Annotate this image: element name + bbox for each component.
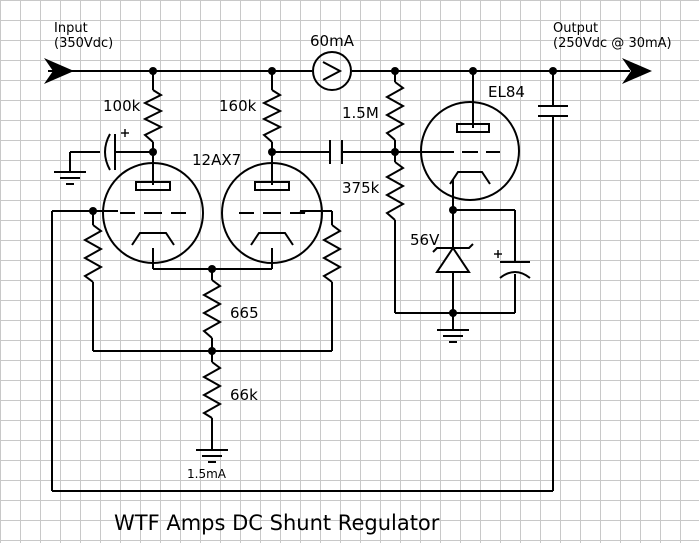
current-60ma-label: 60mA bbox=[310, 32, 355, 50]
resistor-right-grid bbox=[321, 224, 343, 283]
output-spec-label: (250Vdc @ 30mA) bbox=[553, 36, 672, 51]
diagram-title: WTF Amps DC Shunt Regulator bbox=[114, 511, 440, 535]
resistor-375k-label: 375k bbox=[342, 179, 380, 197]
capacitors bbox=[104, 105, 568, 279]
resistor-160k-label: 160k bbox=[219, 97, 257, 115]
current-meter bbox=[312, 51, 352, 91]
resistor-66k-label: 66k bbox=[230, 386, 258, 404]
resistor-100k-label: 100k bbox=[103, 97, 141, 115]
resistor-375k bbox=[384, 161, 406, 221]
resistor-100k bbox=[142, 89, 164, 143]
output-arrow bbox=[622, 58, 652, 84]
output-label: Output bbox=[553, 21, 598, 36]
tube-12ax7-left bbox=[102, 162, 204, 264]
tube-el84-label: EL84 bbox=[488, 83, 525, 101]
resistor-left-grid bbox=[82, 224, 104, 283]
input-label: Input bbox=[54, 21, 88, 36]
resistor-665-label: 665 bbox=[230, 304, 259, 322]
input-arrow bbox=[44, 58, 74, 84]
zener-diode bbox=[432, 240, 474, 273]
resistors bbox=[82, 81, 406, 419]
tube-12ax7-right bbox=[221, 162, 323, 264]
resistor-665 bbox=[201, 279, 223, 339]
ground-symbols bbox=[54, 171, 469, 463]
input-voltage-label: (350Vdc) bbox=[54, 36, 113, 51]
current-1-5ma-label: 1.5mA bbox=[187, 467, 227, 481]
resistor-66k bbox=[201, 361, 223, 419]
tube-el84 bbox=[420, 101, 520, 201]
labels: Input (350Vdc) Output (250Vdc @ 30mA) 60… bbox=[54, 21, 672, 535]
tube-12ax7-label: 12AX7 bbox=[192, 151, 241, 169]
zener-56v-label: 56V bbox=[410, 231, 440, 249]
resistor-1-5m-label: 1.5M bbox=[342, 104, 379, 122]
junction-dots bbox=[89, 67, 557, 355]
resistor-160k bbox=[261, 89, 283, 143]
resistor-1-5m bbox=[384, 81, 406, 141]
